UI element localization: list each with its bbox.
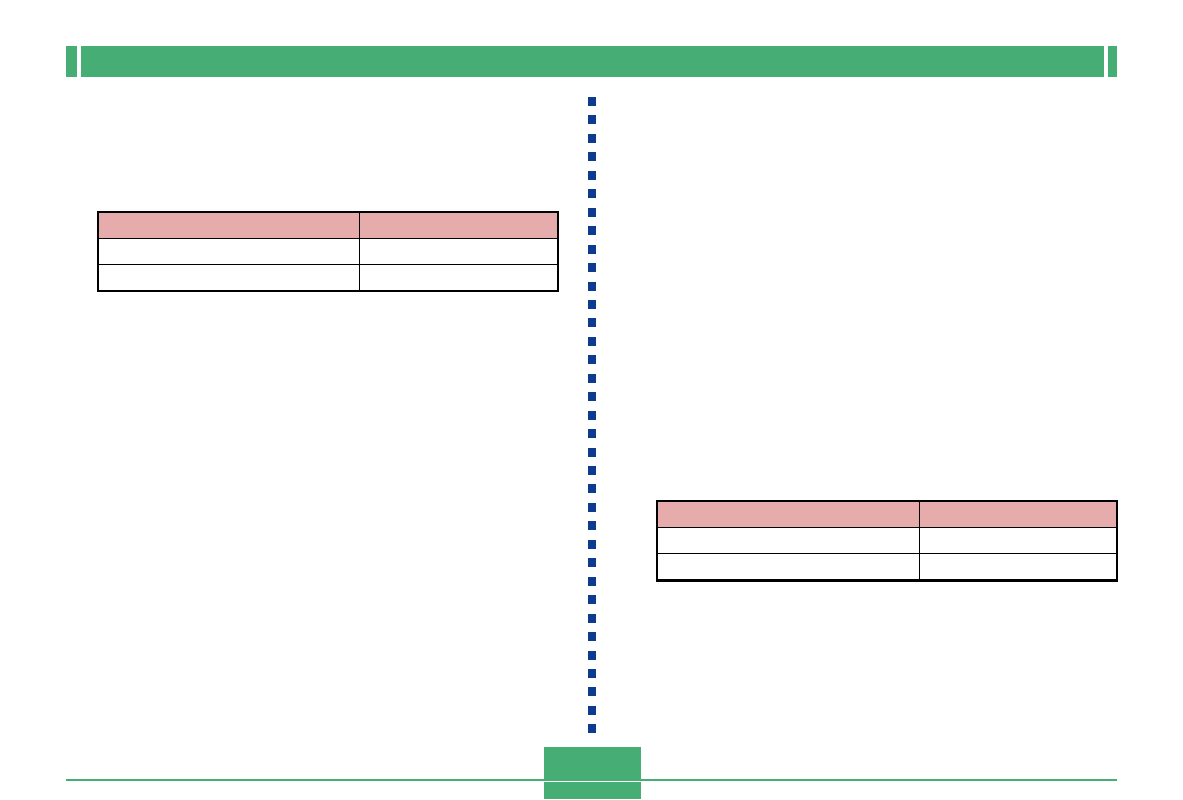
divider-dot (588, 466, 596, 475)
divider-dot (588, 502, 596, 512)
divider-dot (588, 650, 596, 660)
footer-line (66, 779, 1117, 781)
header-cell (359, 211, 559, 239)
table-left (97, 211, 559, 292)
divider-dot (588, 705, 596, 715)
divider-dot (588, 115, 596, 125)
divider-dot (588, 429, 596, 439)
table-right (656, 500, 1118, 582)
table-cell (359, 264, 559, 292)
table-cell (97, 264, 360, 292)
header-cell (919, 500, 1118, 528)
divider-dot (588, 632, 596, 642)
divider-dot (588, 133, 596, 143)
table-cell (656, 527, 920, 554)
divider-dot (588, 595, 596, 605)
header-tab-right (1108, 46, 1117, 77)
header-cell (97, 211, 360, 239)
divider-dot (588, 170, 596, 180)
table-cell (919, 553, 1118, 581)
divider-dot (588, 189, 596, 199)
divider-dot (588, 410, 596, 420)
divider-dot (588, 484, 596, 494)
divider-dot (588, 226, 596, 236)
divider-dot (588, 97, 596, 106)
divider-dot (588, 318, 596, 328)
divider-dot (588, 521, 596, 531)
table-row (656, 527, 1118, 554)
divider-dot (588, 687, 596, 697)
divider-dot (588, 539, 596, 549)
divider-dot (588, 447, 596, 457)
table-header-row (656, 500, 1118, 528)
table-row (97, 238, 559, 265)
header-tab-left (66, 46, 77, 77)
divider-dot (588, 355, 596, 365)
divider-dot (588, 152, 596, 162)
table-cell (97, 238, 360, 265)
divider-dot (588, 558, 596, 568)
table-cell (359, 238, 559, 265)
header-bar (81, 46, 1104, 77)
table-cell (656, 553, 920, 581)
divider-dot (588, 613, 596, 623)
page-number-box (544, 747, 641, 779)
table-row (656, 553, 1118, 581)
table-cell (919, 527, 1118, 554)
divider-dot (588, 373, 596, 383)
divider-dot (588, 668, 596, 678)
page-number-box-lower (544, 782, 641, 799)
divider-dot (588, 207, 596, 217)
divider-dot (588, 281, 596, 291)
table-row (97, 264, 559, 292)
divider-dot (588, 244, 596, 254)
header-cell (656, 500, 920, 528)
table-header-row (97, 211, 559, 239)
divider-dot (588, 263, 596, 273)
divider-dot (588, 724, 596, 734)
divider-dot (588, 299, 596, 309)
divider-dot (588, 336, 596, 346)
divider-dot (588, 392, 596, 402)
divider-dot (588, 576, 596, 586)
